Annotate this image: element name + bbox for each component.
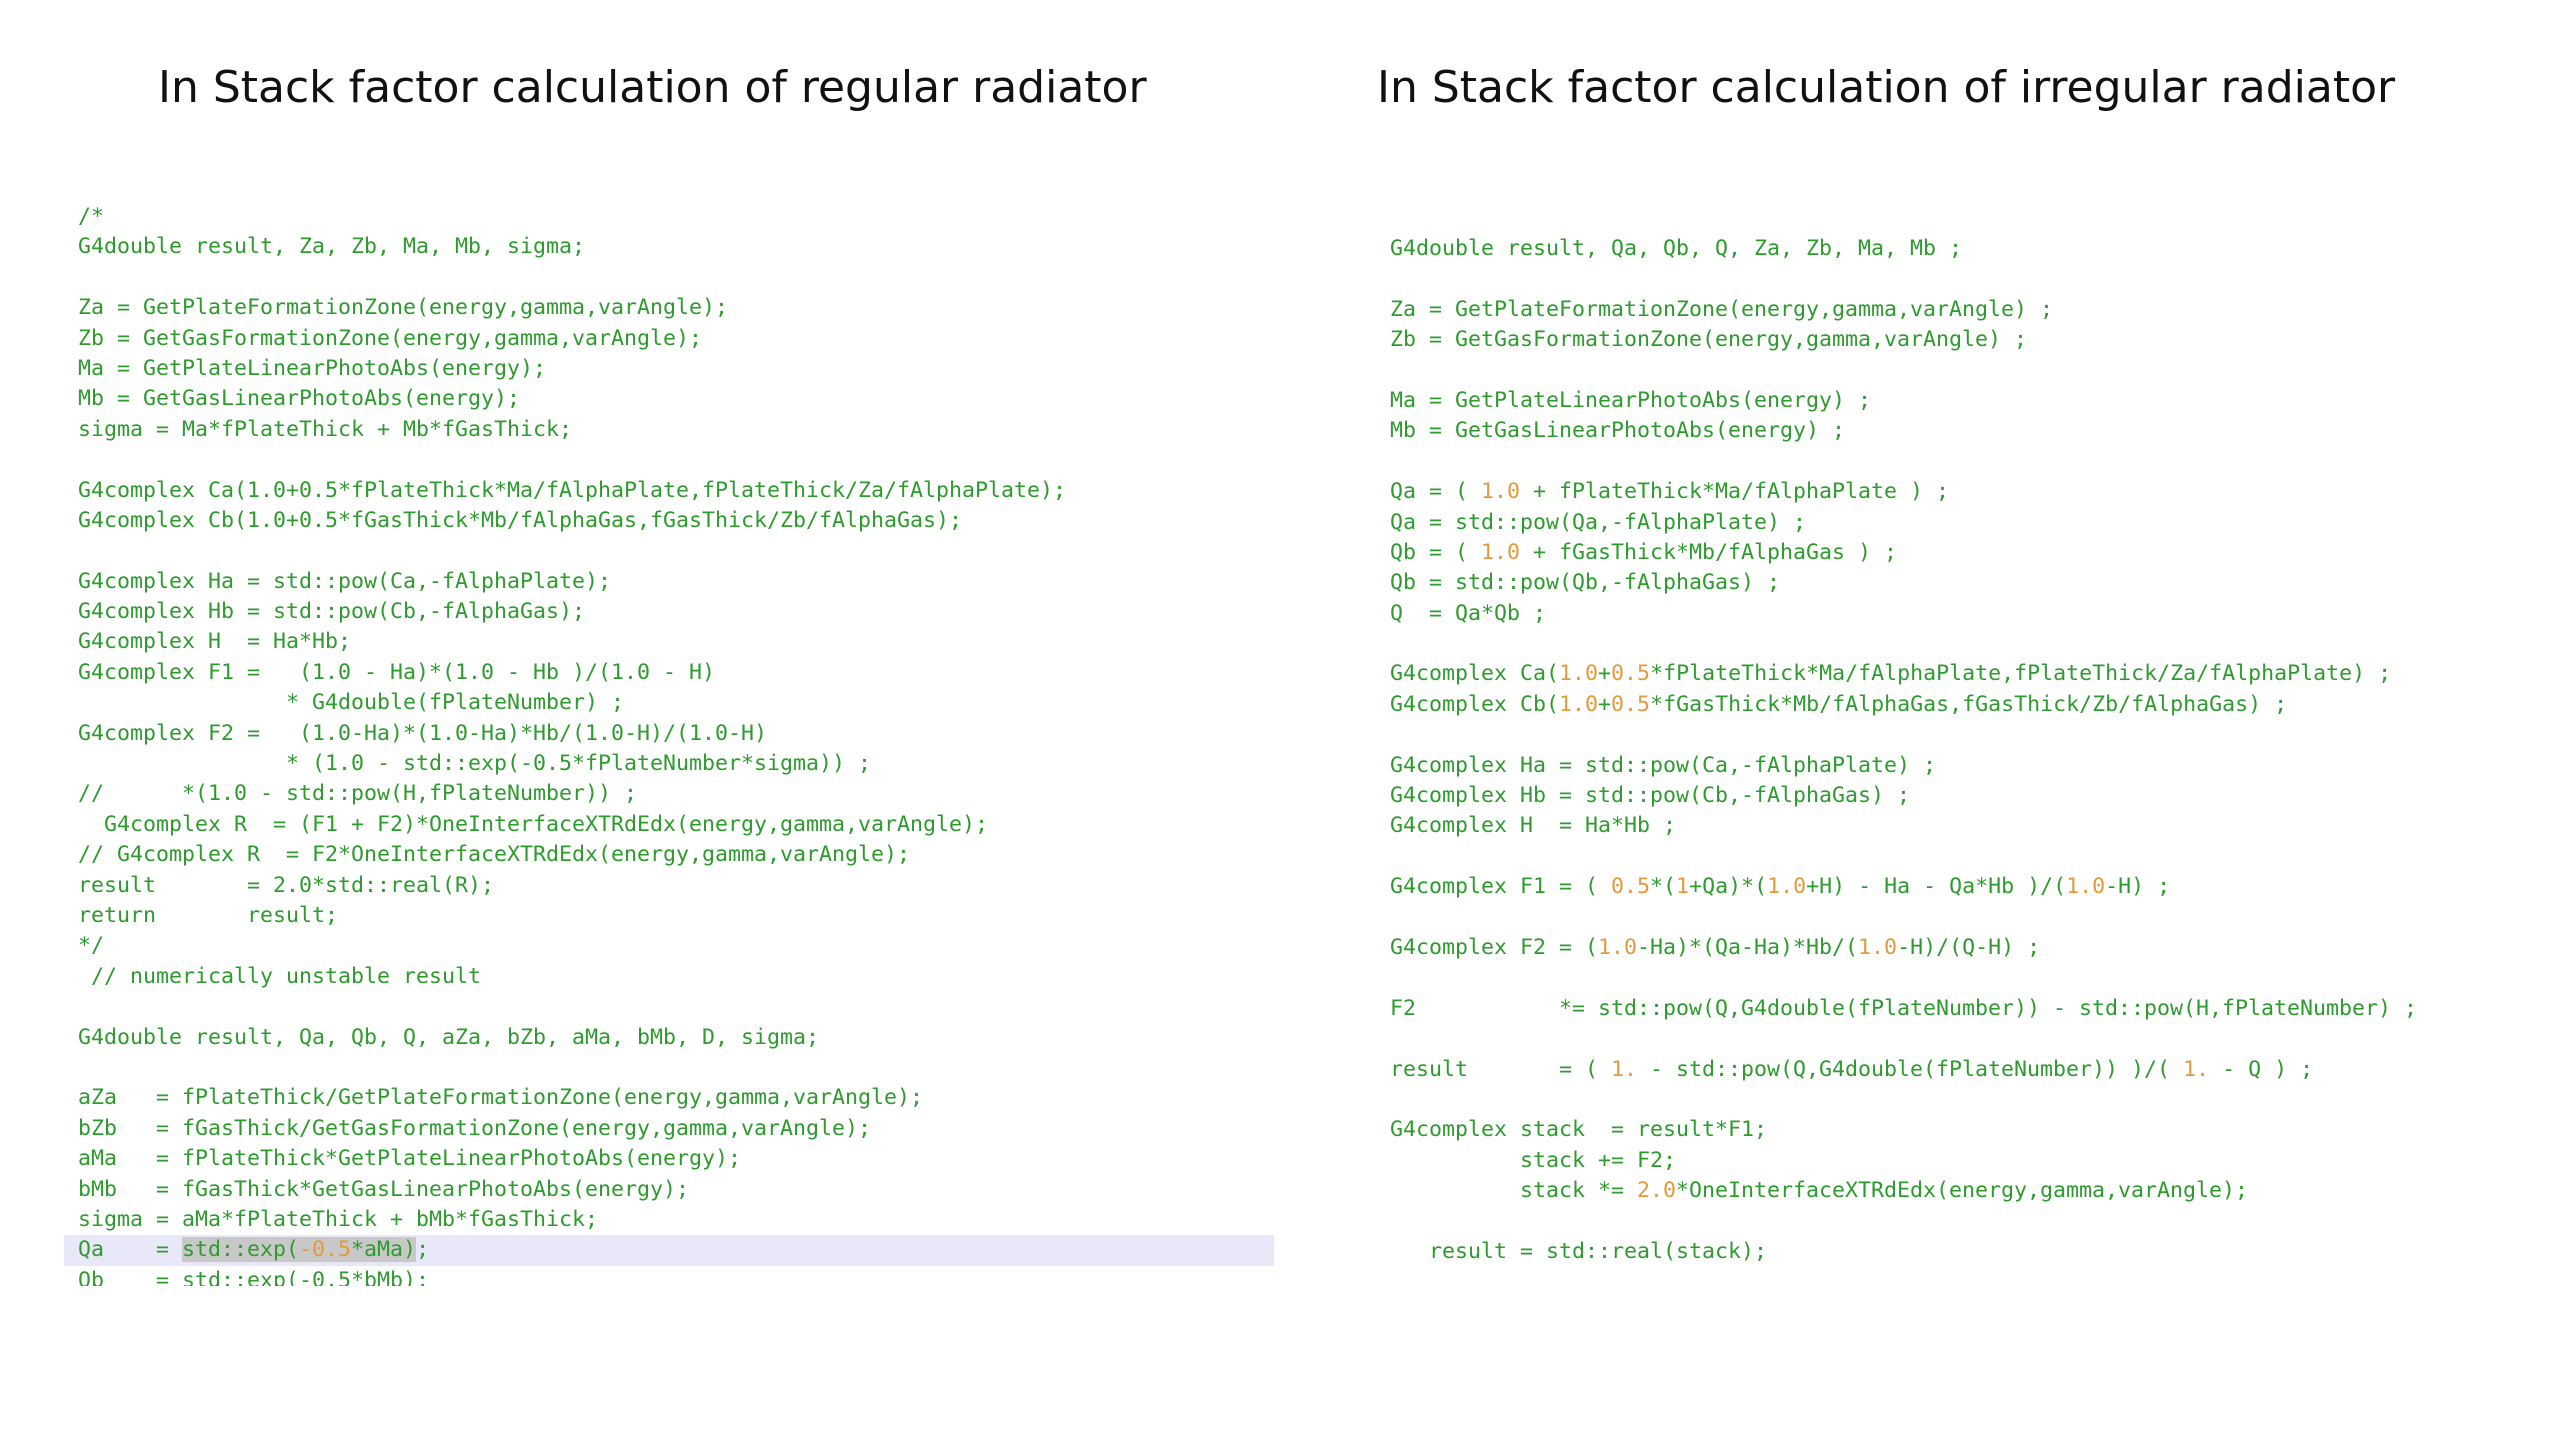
code-line: // G4complex R = F2*OneInterfaceXTRdEdx(… <box>78 842 911 868</box>
code-line: aZa = fPlateThick/GetPlateFormationZone(… <box>78 1085 924 1111</box>
code-line: G4complex stack = result*F1; <box>1390 1117 1768 1143</box>
code-line: result = 2.0*std::real(R); <box>78 872 495 898</box>
code-line: G4complex Cb(1.0+0.5*fGasThick*Mb/fAlpha… <box>78 507 963 533</box>
code-line: Ma = GetPlateLinearPhotoAbs(energy) ; <box>1390 387 1872 413</box>
code-line: Mb = GetGasLinearPhotoAbs(energy) ; <box>1390 418 1846 444</box>
code-line: G4complex F2 = (1.0-Ha)*(1.0-Ha)*Hb/(1.0… <box>78 720 768 746</box>
code-line: ​ <box>1376 963 2556 993</box>
code-line: Q = Qa*Qb ; <box>1390 600 1547 626</box>
code-line: ​ <box>1376 1024 2556 1054</box>
code-line: return result; <box>78 902 339 928</box>
code-line: ​ <box>1376 720 2556 750</box>
code-line: Qa = std::exp(-0.5*aMa); <box>64 1235 1274 1266</box>
code-line: Ma = GetPlateLinearPhotoAbs(energy); <box>78 355 547 381</box>
code-line: G4complex R = (F1 + F2)*OneInterfaceXTRd… <box>78 811 989 837</box>
code-line: ​ <box>1376 842 2556 872</box>
code-line: result = ( 1. - std::pow(Q,G4double(fPla… <box>1390 1056 2314 1082</box>
code-line: G4double result, Qa, Qb, Q, aZa, bZb, aM… <box>78 1024 820 1050</box>
code-line: bZb = fGasThick/GetGasFormationZone(ener… <box>78 1115 872 1141</box>
code-line: G4complex F1 = (1.0 - Ha)*(1.0 - Hb )/(1… <box>78 659 716 685</box>
code-line: /* <box>78 204 105 229</box>
code-line: ​ <box>1376 264 2556 294</box>
code-line: Za = GetPlateFormationZone(energy,gamma,… <box>78 295 729 321</box>
code-line: ​ <box>1376 1207 2556 1237</box>
code-line: result = std::real(stack); <box>1390 1238 1768 1264</box>
code-line: ​ <box>1376 447 2556 477</box>
code-line: G4complex F2 = (1.0-Ha)*(Qa-Ha)*Hb/(1.0-… <box>1390 934 2041 960</box>
code-line: * (1.0 - std::exp(-0.5*fPlateNumber*sigm… <box>78 751 872 777</box>
code-line: sigma = Ma*fPlateThick + Mb*fGasThick; <box>78 416 573 442</box>
code-line: G4complex Ca(1.0+0.5*fPlateThick*Ma/fAlp… <box>78 477 1067 503</box>
code-line: G4double result, Za, Zb, Ma, Mb, sigma; <box>78 234 586 260</box>
code-line: Zb = GetGasFormationZone(energy,gamma,va… <box>1390 327 2028 353</box>
left-title: In Stack factor calculation of regular r… <box>158 62 1147 113</box>
code-line: ​ <box>64 263 1274 293</box>
code-line: ​ <box>64 445 1274 475</box>
code-line: sigma = aMa*fPlateThick + bMb*fGasThick; <box>78 1206 599 1232</box>
code-line: G4complex Ha = std::pow(Ca,-fAlphaPlate)… <box>78 568 612 594</box>
code-line: G4complex Hb = std::pow(Cb,-fAlphaGas); <box>78 599 586 625</box>
right-title: In Stack factor calculation of irregular… <box>1377 62 2396 113</box>
code-line: Mb = GetGasLinearPhotoAbs(energy); <box>78 386 521 412</box>
code-line: ​ <box>1376 903 2556 933</box>
code-line: aMa = fPlateThick*GetPlateLinearPhotoAbs… <box>78 1146 742 1172</box>
code-line: ​ <box>1376 356 2556 386</box>
code-line: G4complex Hb = std::pow(Cb,-fAlphaGas) ; <box>1390 783 1911 809</box>
code-line: ​ <box>1376 1085 2556 1115</box>
code-line: * G4double(fPlateNumber) ; <box>78 690 625 716</box>
code-line: Za = GetPlateFormationZone(energy,gamma,… <box>1390 296 2054 322</box>
irregular-radiator-code: G4double result, Qa, Qb, Q, Za, Zb, Ma, … <box>1376 234 2556 1264</box>
code-line: Qb = ( 1.0 + fGasThick*Mb/fAlphaGas ) ; <box>1390 539 1898 565</box>
code-line: G4complex F1 = ( 0.5*(1+Qa)*(1.0+H) - Ha… <box>1390 874 2171 900</box>
code-line: G4complex Ha = std::pow(Ca,-fAlphaPlate)… <box>1390 752 1937 778</box>
code-line: G4complex H = Ha*Hb; <box>78 629 352 655</box>
code-line: */ <box>78 933 105 959</box>
code-line: // *(1.0 - std::pow(H,fPlateNumber)) ; <box>78 781 638 807</box>
code-line: Qb = std::exp(-0.5*bMb); <box>78 1267 430 1286</box>
code-line: stack += F2; <box>1390 1147 1677 1173</box>
code-line: Qa = ( 1.0 + fPlateThick*Ma/fAlphaPlate … <box>1390 479 1950 505</box>
code-line: // numerically unstable result <box>78 963 482 989</box>
code-line: bMb = fGasThick*GetGasLinearPhotoAbs(ene… <box>78 1176 690 1202</box>
code-line: ​ <box>64 992 1274 1022</box>
code-line: G4complex Cb(1.0+0.5*fGasThick*Mb/fAlpha… <box>1390 691 2288 717</box>
code-line: G4complex Ca(1.0+0.5*fPlateThick*Ma/fAlp… <box>1390 661 2392 687</box>
code-line: Qa = std::pow(Qa,-fAlphaPlate) ; <box>1390 509 1807 535</box>
code-line: F2 *= std::pow(Q,G4double(fPlateNumber))… <box>1390 995 2418 1021</box>
code-line: ​ <box>64 536 1274 566</box>
code-line: Zb = GetGasFormationZone(energy,gamma,va… <box>78 325 703 351</box>
code-line: ​ <box>1376 629 2556 659</box>
code-line: G4complex H = Ha*Hb ; <box>1390 813 1677 839</box>
code-line: G4double result, Qa, Qb, Q, Za, Zb, Ma, … <box>1390 236 1963 261</box>
regular-radiator-code: /* G4double result, Za, Zb, Ma, Mb, sigma… <box>64 202 1274 1286</box>
code-line: Qb = std::pow(Qb,-fAlphaGas) ; <box>1390 570 1781 596</box>
code-line: ​ <box>64 1053 1274 1083</box>
code-line: stack *= 2.0*OneInterfaceXTRdEdx(energy,… <box>1390 1178 2249 1204</box>
